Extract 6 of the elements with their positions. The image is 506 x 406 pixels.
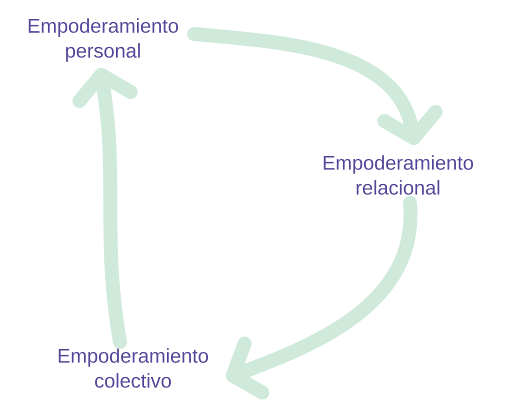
- node-label: Empoderamiento colectivo: [58, 348, 208, 388]
- node-label: Empoderamiento relacional: [324, 155, 474, 195]
- curved-arrow: [187, 27, 443, 146]
- curved-arrow: [226, 196, 417, 400]
- curved-arrow: [72, 68, 138, 350]
- node-label: Empoderamiento personal: [28, 18, 178, 62]
